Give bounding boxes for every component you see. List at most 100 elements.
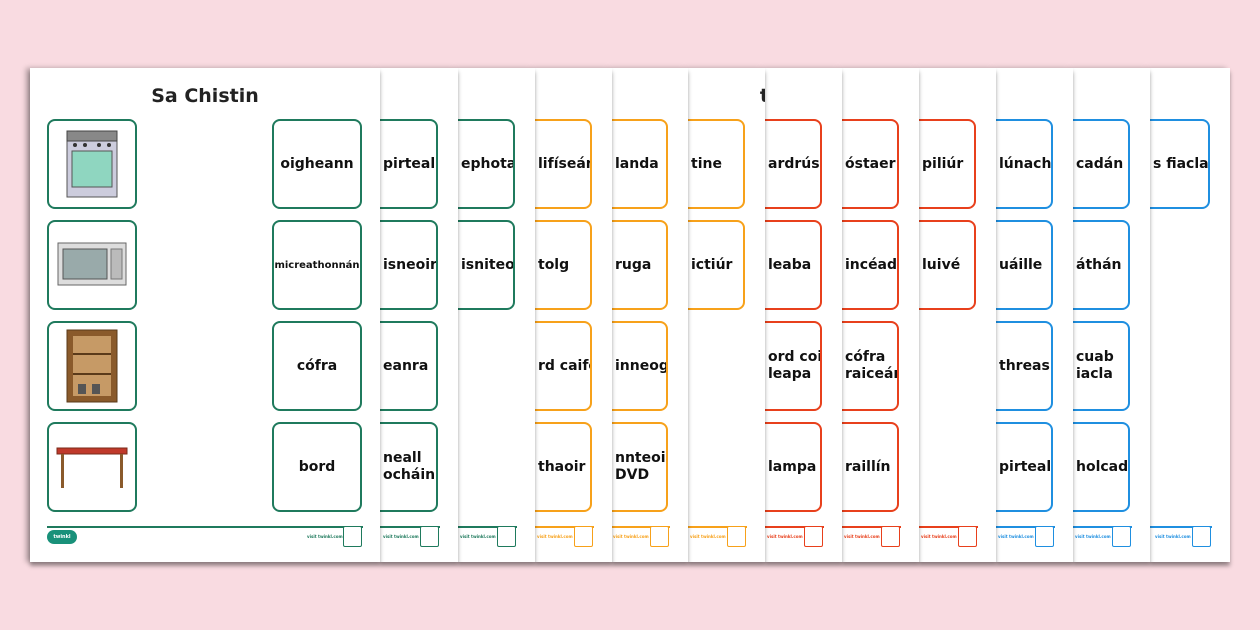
word-card: holcadán bbox=[1073, 422, 1130, 512]
word-card-text: ictiúr bbox=[691, 256, 733, 273]
picture-card-cupboard bbox=[47, 321, 137, 411]
footer-divider bbox=[688, 526, 747, 528]
word-card-text: isneoir bbox=[383, 256, 437, 273]
word-card: inneog bbox=[612, 321, 668, 411]
word-card: oigheann bbox=[272, 119, 362, 209]
picture-card-microwave bbox=[47, 220, 137, 310]
picture-card-oven bbox=[47, 119, 137, 209]
word-card-text: neall ocháin bbox=[383, 450, 436, 483]
footer-divider bbox=[612, 526, 670, 528]
word-card: cadán bbox=[1073, 119, 1130, 209]
word-card-text: tolg bbox=[538, 256, 570, 273]
word-card-text: uáille bbox=[999, 256, 1043, 273]
word-card: luivé bbox=[919, 220, 976, 310]
word-card: tine bbox=[688, 119, 745, 209]
word-card: eanra bbox=[380, 321, 438, 411]
word-card-text: ord cois leapa bbox=[768, 349, 822, 382]
word-card: lúnach bbox=[996, 119, 1053, 209]
footer-url: visit twinkl.com bbox=[537, 534, 573, 539]
footer-divider bbox=[919, 526, 978, 528]
footer-url: visit twinkl.com bbox=[998, 534, 1034, 539]
worksheet-page-sa-chistin: Sa Chistin oigheann micreathonnán cófra … bbox=[30, 68, 380, 562]
footer-divider bbox=[765, 526, 824, 528]
worksheet-page: s fiacla visit twinkl.com bbox=[1150, 68, 1230, 562]
word-card: neall ocháin bbox=[380, 422, 438, 512]
footer-divider bbox=[1150, 526, 1212, 528]
word-card: uáille bbox=[996, 220, 1053, 310]
word-card-text: cadán bbox=[1076, 155, 1124, 172]
word-card-text: lampa bbox=[768, 458, 817, 475]
footer-divider bbox=[380, 526, 440, 528]
footer-url: visit twinkl.com bbox=[1075, 534, 1111, 539]
word-card: thaoir bbox=[535, 422, 592, 512]
word-card-text: ruga bbox=[615, 256, 652, 273]
word-card: bord bbox=[272, 422, 362, 512]
word-card-text: cófra raiceán bbox=[845, 349, 899, 382]
word-card-text: s fiacla bbox=[1153, 155, 1209, 172]
worksheet-page: lifíseán tolg rd caife thaoir visit twinkl.c… bbox=[535, 68, 612, 562]
word-card-text: thaoir bbox=[538, 458, 586, 475]
footer-badge-icon bbox=[727, 526, 746, 547]
footer-badge-icon bbox=[1192, 526, 1211, 547]
word-card-text: luivé bbox=[922, 256, 961, 273]
page-title-fragment: t bbox=[759, 85, 765, 107]
cupboard-picture bbox=[66, 329, 118, 403]
word-card-text: óstaer bbox=[845, 155, 896, 172]
footer-badge-icon bbox=[881, 526, 900, 547]
word-card: landa bbox=[612, 119, 668, 209]
footer-badge-icon bbox=[804, 526, 823, 547]
word-card: isneoir bbox=[380, 220, 438, 310]
word-card-text: rd caife bbox=[538, 357, 592, 374]
word-card-text: isniteoir bbox=[461, 256, 515, 273]
twinkl-logo: twinkl bbox=[47, 530, 77, 544]
worksheet-page: ephotaisniteoirvisit twinkl.com bbox=[458, 68, 535, 562]
worksheet-page: cadán áthán cuab iacla holcadán visit twinkl… bbox=[1073, 68, 1150, 562]
word-card: cófra bbox=[272, 321, 362, 411]
word-card: cuab iacla bbox=[1073, 321, 1130, 411]
oven-picture bbox=[66, 130, 118, 198]
page-title: Sa Chistin bbox=[151, 85, 259, 107]
footer-badge-icon bbox=[420, 526, 439, 547]
footer-url: visit twinkl.com bbox=[1155, 534, 1191, 539]
word-card: lifíseán bbox=[535, 119, 592, 209]
footer-divider bbox=[535, 526, 594, 528]
footer-badge-icon bbox=[497, 526, 516, 547]
word-card-text: nnteoir DVD bbox=[615, 450, 668, 483]
word-card: áthán bbox=[1073, 220, 1130, 310]
word-card-text: holcadán bbox=[1076, 458, 1129, 475]
word-card-text: ephota bbox=[461, 155, 515, 172]
footer-url: visit twinkl.com bbox=[767, 534, 803, 539]
word-card-text: cuab iacla bbox=[1076, 349, 1114, 382]
word-card: ephota bbox=[458, 119, 515, 209]
word-card: piliúr bbox=[919, 119, 976, 209]
table-picture bbox=[56, 447, 128, 488]
word-card-text: lifíseán bbox=[538, 155, 592, 172]
footer-badge-icon bbox=[343, 526, 362, 547]
word-card: pirteal bbox=[380, 119, 438, 209]
word-card: micreathonnán bbox=[272, 220, 362, 310]
footer-url: visit twinkl.com bbox=[690, 534, 726, 539]
word-card-text: landa bbox=[615, 155, 659, 172]
word-card: threas bbox=[996, 321, 1053, 411]
word-card: ictiúr bbox=[688, 220, 745, 310]
word-card-text: pirteal bbox=[999, 458, 1052, 475]
footer-url: visit twinkl.com bbox=[613, 534, 649, 539]
word-card: s fiacla bbox=[1150, 119, 1210, 209]
footer-divider bbox=[842, 526, 901, 528]
word-card: óstaer bbox=[842, 119, 899, 209]
word-card-text: eanra bbox=[383, 357, 429, 374]
word-card-text: lúnach bbox=[999, 155, 1052, 172]
footer-badge-icon bbox=[1112, 526, 1131, 547]
word-card-text: piliúr bbox=[922, 155, 964, 172]
word-card: rd caife bbox=[535, 321, 592, 411]
footer-url: visit twinkl.com bbox=[383, 534, 419, 539]
picture-card-table bbox=[47, 422, 137, 512]
word-card-text: raillín bbox=[845, 458, 891, 475]
microwave-picture bbox=[57, 242, 127, 286]
footer-badge-icon bbox=[1035, 526, 1054, 547]
footer-url: visit twinkl.com bbox=[844, 534, 880, 539]
